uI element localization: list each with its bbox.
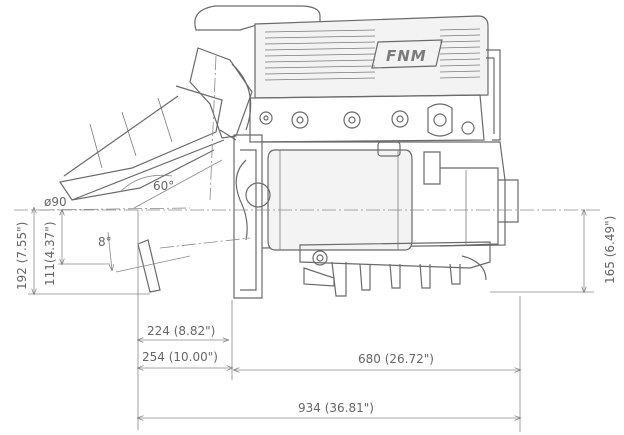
vertical-dimension-right: 165 (6.49")	[490, 210, 617, 292]
diameter-label: ø90	[44, 195, 67, 209]
angle-annotations: 60° 8° ø90	[44, 159, 223, 273]
dim-934-label: 934 (36.81")	[298, 401, 374, 415]
dim-165-label: 165 (6.49")	[603, 216, 617, 284]
dim-224-label: 224 (8.82")	[147, 324, 215, 338]
angle-60-label: 60°	[153, 179, 174, 193]
dim-192-label: 192 (7.55")	[15, 222, 29, 290]
brand-logo: FNM	[386, 47, 427, 65]
dim-254-label: 254 (10.00")	[142, 350, 218, 364]
dim-111-label: 111(4.37")	[43, 221, 57, 286]
dim-680-label: 680 (26.72")	[358, 352, 434, 366]
vertical-dimensions-left: 192 (7.55") 111(4.37")	[15, 208, 150, 294]
angle-8-label: 8°	[98, 235, 112, 249]
horizontal-dimensions: 224 (8.82") 254 (10.00") 680 (26.72") 93…	[138, 210, 520, 432]
centerlines	[14, 55, 600, 249]
engine-outline: FNM	[59, 5, 519, 299]
